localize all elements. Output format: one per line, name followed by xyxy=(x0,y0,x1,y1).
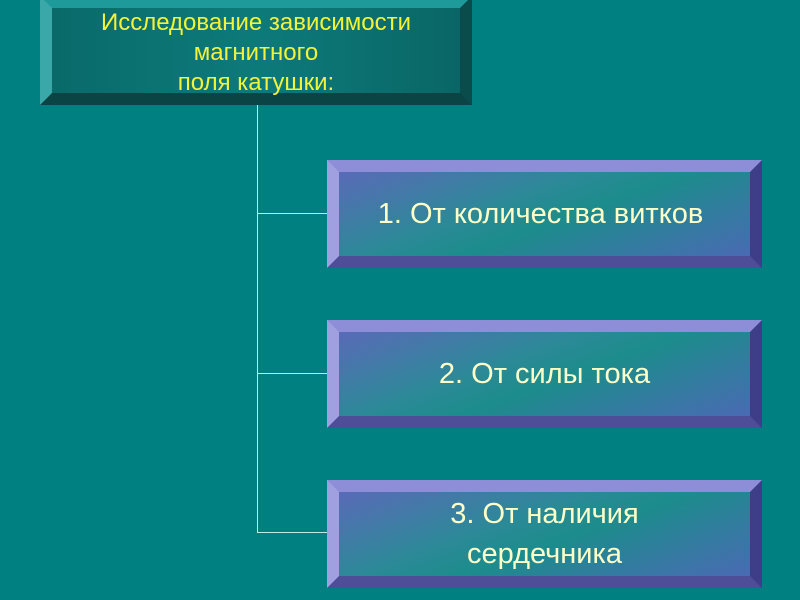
item-3-line-2: сердечника xyxy=(467,538,622,570)
title-line-2: магнитного xyxy=(193,38,319,66)
connector-vertical xyxy=(257,105,258,533)
title-box: Исследование зависимости магнитного поля… xyxy=(40,0,472,105)
item-box-3: 3. От наличия сердечника xyxy=(327,480,762,588)
connector-1 xyxy=(257,213,329,214)
item-box-2: 2. От силы тока xyxy=(327,320,762,428)
title-line-3: поля катушки: xyxy=(177,68,335,96)
title-line-1: Исследование зависимости xyxy=(100,8,412,36)
item-2-text: 2. От силы тока xyxy=(438,358,651,390)
item-1-text: 1. От количества витков xyxy=(377,198,704,230)
connector-3 xyxy=(257,532,329,533)
item-box-1: 1. От количества витков xyxy=(327,160,762,268)
connector-2 xyxy=(257,373,329,374)
item-3-line-1: 3. От наличия xyxy=(450,498,639,530)
